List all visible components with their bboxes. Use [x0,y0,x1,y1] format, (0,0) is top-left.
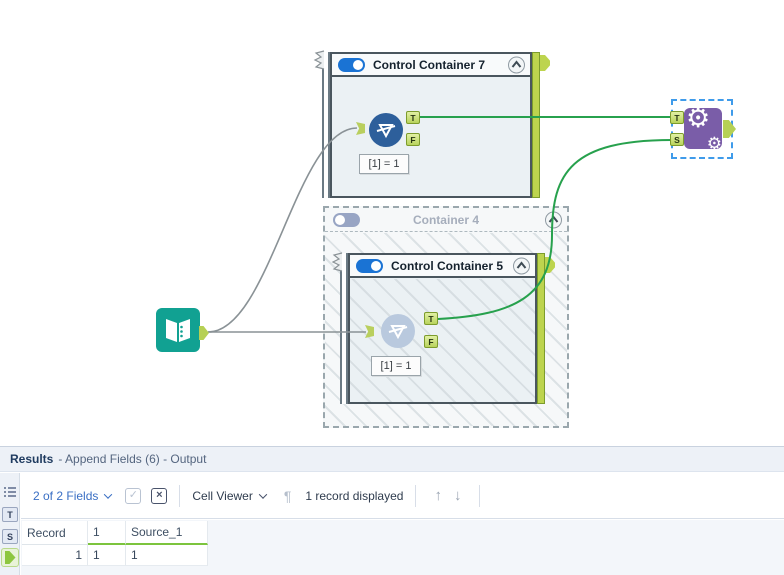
control-container-7-output-anchor[interactable] [540,55,550,71]
filter-icon [376,124,396,139]
append-fields-source-anchor[interactable]: S [670,133,684,146]
chevron-down-icon[interactable] [258,489,268,499]
filter-icon [388,325,408,340]
value-cell[interactable]: 1 [88,545,126,566]
filter5-annotation: [1] = 1 [371,356,421,376]
previous-record-button[interactable]: ↑ [434,487,442,504]
chevron-up-icon [516,261,527,269]
control-container-7-control-anchor[interactable] [313,50,325,70]
filter7-input-anchor[interactable] [356,122,365,135]
container-4-collapse-button[interactable] [545,211,562,228]
control-container-7-header[interactable]: Control Container 7 [332,54,530,77]
toolbar-separator [479,484,481,507]
control-container-7-toggle[interactable] [338,57,365,72]
filter5-input-anchor[interactable] [365,325,374,338]
whitespace-toggle-icon[interactable]: ¶ [283,487,292,504]
chevron-up-icon [548,215,559,223]
results-input-s-anchor-button[interactable]: S [2,529,18,544]
column-header-source-1[interactable]: Source_1 [126,521,208,545]
control-container-5[interactable]: Control Container 5 [348,253,537,404]
control-container-5-header[interactable]: Control Container 5 [350,255,535,278]
container-4-title: Container 4 [412,212,479,227]
column-header-1[interactable]: 1 [88,521,126,545]
column-header-record[interactable]: Record [22,521,88,545]
control-container-7-title: Control Container 7 [373,57,486,72]
append-fields-tool[interactable]: ⚙ ⚙ [684,108,722,149]
filter7-annotation: [1] = 1 [359,154,409,174]
select-fields-icon[interactable]: ✓ [125,487,142,504]
next-record-button[interactable]: ↓ [453,487,462,504]
deselect-fields-icon[interactable]: × [151,487,168,504]
cell-viewer-dropdown[interactable]: Cell Viewer [192,488,253,503]
control-container-5-toggle[interactable] [356,258,383,273]
table-header-row: Record 1 Source_1 [22,521,208,545]
control-container-5-title: Control Container 5 [391,258,504,273]
toggle-knob [371,260,381,271]
control-container-5-collapse-button[interactable] [513,257,530,274]
results-table: Record 1 Source_1 1 1 1 [22,521,208,566]
filter5-false-anchor[interactable]: F [424,335,438,348]
chevron-up-icon [511,60,522,68]
workflow-canvas[interactable]: Container 4 Control Container 5 [0,0,784,446]
append-fields-output-anchor[interactable] [723,120,736,138]
container-4-header[interactable]: Container 4 [325,208,567,232]
record-count-label: 1 record displayed [305,488,404,503]
append-fields-target-anchor[interactable]: T [670,111,684,124]
results-title: Results [10,452,54,466]
results-anchor-strip: T S [0,473,20,575]
filter7-tool[interactable] [369,113,403,147]
toolbar-separator [179,484,181,507]
fields-dropdown[interactable]: 2 of 2 Fields [33,488,99,503]
gear-plus-icon: ⚙ [706,134,722,149]
results-panel-header: Results - Append Fields (6) - Output [0,446,784,472]
output-arrow-icon [4,551,16,564]
control-container-7-output-bar [532,52,540,198]
filter7-false-anchor[interactable]: F [406,133,420,146]
text-input-tool[interactable] [156,308,200,352]
book-icon [166,319,190,342]
container-5-disabled-hatch [350,279,535,402]
results-input-t-anchor-button[interactable]: T [2,507,18,522]
control-container-5-left-edge [340,253,348,404]
chevron-down-icon[interactable] [104,489,113,499]
text-input-output-anchor[interactable] [199,326,209,340]
field-list-icon[interactable] [3,485,17,499]
results-toolbar: 2 of 2 Fields ✓ × Cell Viewer ¶ 1 record… [21,473,784,519]
value-cell[interactable]: 1 [126,545,208,566]
control-container-5-control-anchor[interactable] [331,252,343,272]
toggle-knob [353,59,363,70]
results-output-anchor-button[interactable] [1,548,19,567]
filter5-tool[interactable] [381,314,415,348]
results-subtitle: - Append Fields (6) - Output [58,452,207,466]
gear-icon: ⚙ [686,108,711,133]
filter5-true-anchor[interactable]: T [424,312,438,325]
control-container-7-left-edge [322,52,330,198]
control-container-5-output-bar [537,253,545,404]
toolbar-separator [415,484,417,507]
control-container-7-collapse-button[interactable] [508,56,525,73]
table-row: 1 1 1 [22,545,208,566]
record-number-cell[interactable]: 1 [22,545,88,566]
filter7-true-anchor[interactable]: T [406,111,420,124]
